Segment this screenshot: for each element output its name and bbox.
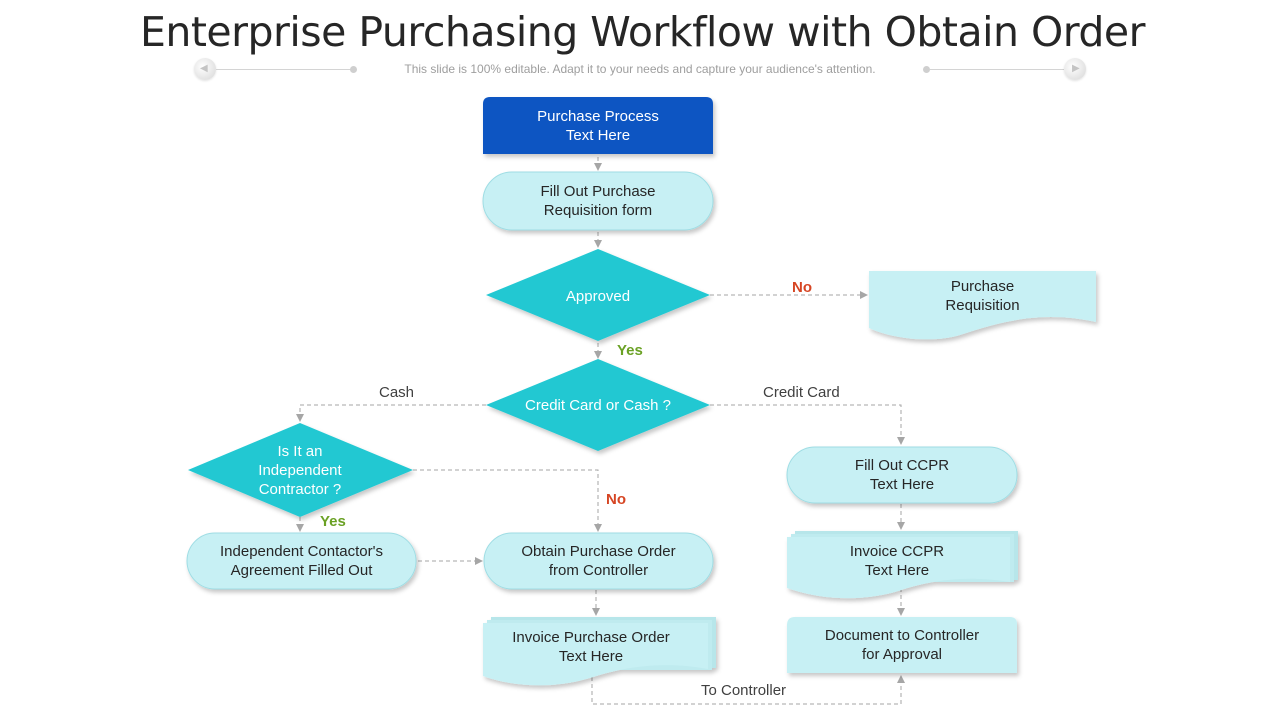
payment-type-text: Credit Card or Cash ? (525, 396, 671, 414)
next-slide-button[interactable]: ▶ (1064, 58, 1086, 80)
divider-dot-right (923, 66, 930, 73)
contractor-diamond (188, 423, 413, 517)
connector-credit-card (710, 404, 905, 445)
fill-ccpr-text: Fill Out CCPR Text Here (854, 457, 950, 493)
contractor-agreement-shape (186, 532, 417, 590)
payment-type-diamond (486, 359, 710, 451)
previous-slide-button[interactable]: ◀ (194, 58, 216, 80)
purchase-requisition-shape (869, 271, 1096, 340)
start-box-text: Purchase Process Text Here (537, 107, 659, 144)
credit-card-label: Credit Card (763, 384, 840, 401)
slide-title: Enterprise Purchasing Workflow with Obta… (139, 8, 1146, 56)
triangle-right-icon: ▶ (1072, 63, 1080, 74)
triangle-left-icon: ◀ (200, 63, 208, 74)
subtitle-divider-right (930, 69, 1064, 70)
document-controller-shape (787, 617, 1017, 673)
slide-subtitle: This slide is 100% editable. Adapt it to… (404, 62, 876, 76)
subtitle-divider-left (216, 69, 354, 70)
approved-text: Approved (565, 287, 631, 305)
fill-ccpr-shape (786, 446, 1018, 504)
to-controller-label: To Controller (701, 682, 787, 699)
document-controller-text: Document to Controller for Approval (824, 627, 980, 663)
divider-dot-left (350, 66, 357, 73)
fill-requisition-shape (482, 171, 714, 231)
invoice-po-text: Invoice Purchase Order Text Here (512, 629, 670, 665)
connector-to-controller (591, 670, 905, 705)
fill-requisition-text: Fill Out Purchase Requisition form (540, 183, 656, 219)
connector-contractor-no (413, 469, 602, 532)
connector-cash (296, 404, 486, 422)
invoice-ccpr-shape (787, 531, 1018, 599)
contractor-text: Is It an Independent Contractor ? (258, 442, 342, 498)
approved-diamond (486, 249, 710, 341)
start-box (483, 97, 713, 154)
contractor-no-label: No (606, 491, 626, 508)
purchase-requisition-text: Purchase Requisition (945, 278, 1020, 314)
obtain-po-text: Obtain Purchase Order from Controller (521, 543, 676, 579)
approved-yes-label: Yes (617, 342, 643, 359)
contractor-yes-label: Yes (320, 513, 346, 530)
approved-no-label: No (792, 279, 812, 296)
invoice-ccpr-text: Invoice CCPR Text Here (849, 543, 945, 579)
cash-label: Cash (379, 384, 415, 401)
contractor-agreement-text: Independent Contactor's Agreement Filled… (220, 543, 383, 579)
invoice-po-shape (483, 617, 716, 686)
obtain-po-shape (483, 532, 714, 590)
